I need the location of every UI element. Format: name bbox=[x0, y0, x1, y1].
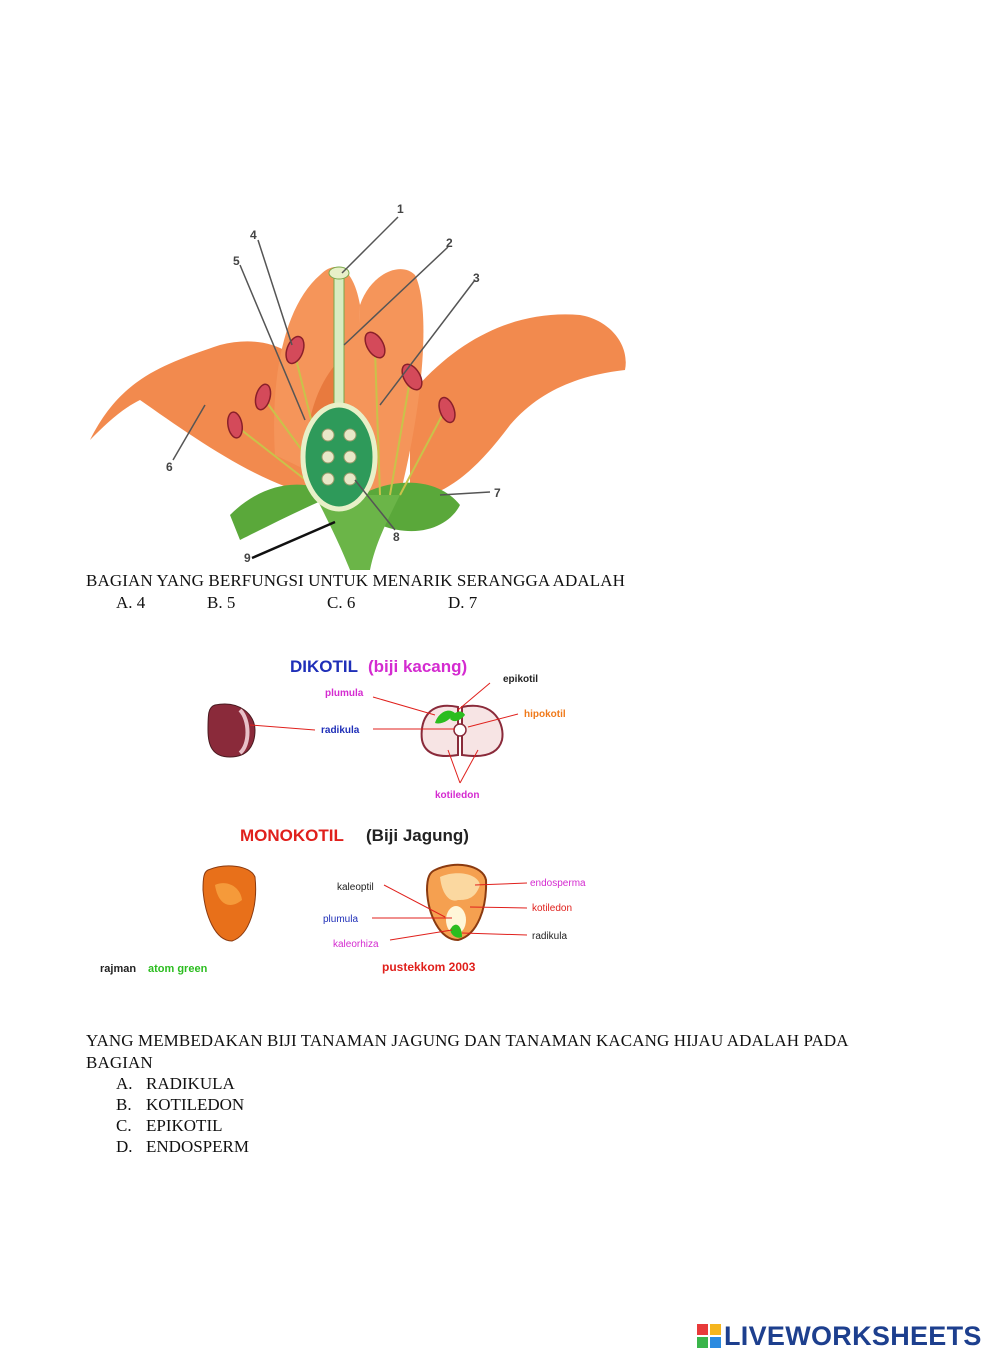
monokotil-label-plumula: plumula bbox=[323, 914, 358, 925]
flower-label-2: 2 bbox=[446, 236, 453, 250]
flower-label-3: 3 bbox=[473, 271, 480, 285]
monokotil-label-endosperma: endosperma bbox=[530, 878, 586, 889]
question-1-text: BAGIAN YANG BERFUNGSI UNTUK MENARIK SERA… bbox=[86, 571, 626, 590]
credit-source: pustekkom 2003 bbox=[382, 960, 476, 974]
liveworksheets-logo-icon bbox=[697, 1324, 721, 1348]
credit-name: rajman bbox=[100, 963, 136, 975]
question-2-text-line-1: YANG MEMBEDAKAN BIJI TANAMAN JAGUNG DAN … bbox=[86, 1031, 849, 1050]
seed-diagram: DIKOTIL (biji kacang) plumula epikotil r… bbox=[100, 657, 586, 975]
option-letter: B. bbox=[116, 1095, 132, 1114]
flower-label-5: 5 bbox=[233, 254, 240, 268]
question-2-option-d[interactable]: D. ENDOSPERM bbox=[116, 1137, 249, 1157]
flower-label-1: 1 bbox=[397, 202, 404, 216]
question-2-option-b[interactable]: B. KOTILEDON bbox=[116, 1095, 244, 1115]
monokotil-label-radikula: radikula bbox=[532, 931, 567, 942]
liveworksheets-logo-text: LIVEWORKSHEETS bbox=[724, 1320, 982, 1351]
question-2-option-a[interactable]: A. RADIKULA bbox=[116, 1074, 235, 1094]
dikotil-label-epikotil: epikotil bbox=[503, 674, 538, 685]
dikotil-label-hipokotil: hipokotil bbox=[524, 709, 566, 720]
dikotil-title: DIKOTIL bbox=[290, 657, 358, 676]
liveworksheets-logo[interactable]: LIVEWORKSHEETS bbox=[697, 1320, 982, 1352]
flower-label-8: 8 bbox=[393, 530, 400, 544]
option-text: RADIKULA bbox=[146, 1074, 235, 1093]
option-text: KOTILEDON bbox=[146, 1095, 245, 1114]
question-1-option-b[interactable]: B. 5 bbox=[207, 593, 236, 612]
flower-label-9: 9 bbox=[244, 551, 251, 565]
flower-diagram: 1 2 3 4 5 6 7 8 9 bbox=[90, 202, 626, 570]
question-2-option-c[interactable]: C. EPIKOTIL bbox=[116, 1116, 222, 1136]
dikotil-label-radikula: radikula bbox=[321, 725, 360, 736]
question-1-option-c[interactable]: C. 6 bbox=[327, 593, 356, 612]
option-letter: C. bbox=[116, 1116, 132, 1135]
monokotil-label-kotiledon: kotiledon bbox=[532, 903, 572, 914]
flower-label-6: 6 bbox=[166, 460, 173, 474]
option-letter: A. bbox=[116, 1074, 133, 1093]
monokotil-label-kaleorhiza: kaleorhiza bbox=[333, 939, 379, 950]
option-letter: D. bbox=[116, 1137, 133, 1156]
credit-atom-green: atom green bbox=[148, 963, 208, 975]
option-text: ENDOSPERM bbox=[146, 1137, 249, 1156]
dikotil-label-plumula: plumula bbox=[325, 688, 364, 699]
question-1-option-a[interactable]: A. 4 bbox=[116, 593, 146, 612]
dikotil-label-kotiledon: kotiledon bbox=[435, 790, 479, 801]
dikotil-subtitle: (biji kacang) bbox=[368, 657, 467, 676]
option-text: EPIKOTIL bbox=[146, 1116, 223, 1135]
flower-label-7: 7 bbox=[494, 486, 501, 500]
monokotil-label-kaleoptil: kaleoptil bbox=[337, 882, 374, 893]
monokotil-subtitle: (Biji Jagung) bbox=[366, 826, 469, 845]
monokotil-title: MONOKOTIL bbox=[240, 826, 344, 845]
question-1-option-d[interactable]: D. 7 bbox=[448, 593, 478, 612]
question-2-text-line-2: BAGIAN bbox=[86, 1053, 153, 1072]
flower-label-4: 4 bbox=[250, 228, 257, 242]
